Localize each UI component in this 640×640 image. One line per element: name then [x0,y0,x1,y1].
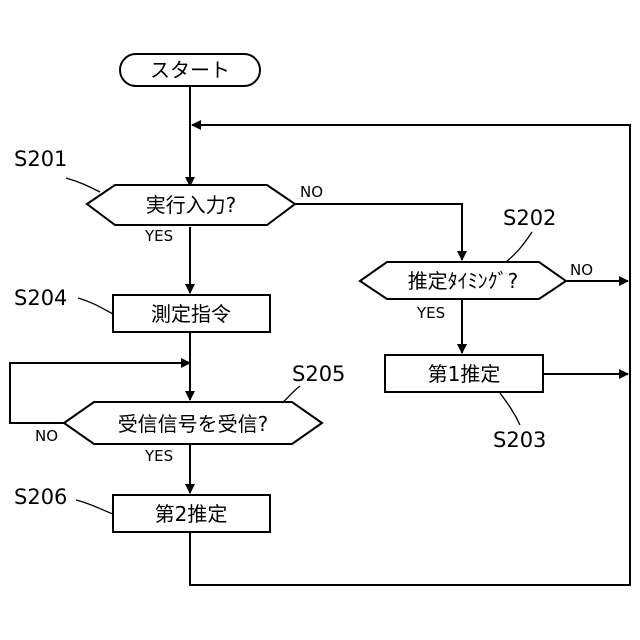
s205-no-label: NO [35,427,58,445]
s203-process-label: 第1推定 [428,362,501,386]
leader-s202 [506,232,532,262]
s202-no-label: NO [570,261,593,279]
leader-s204 [78,298,113,314]
s202-decision-label: 推定ﾀｲﾐﾝｸﾞ? [408,269,519,293]
start-label: スタート [150,58,230,82]
s202-yes-label: YES [416,304,445,322]
ref-s204: S204 [14,286,67,310]
ref-s202: S202 [503,206,556,230]
leader-s201 [66,178,100,192]
ref-s201: S201 [14,147,67,171]
leader-s206 [76,500,113,514]
s201-yes-label: YES [144,227,173,245]
s201-decision-label: 実行入力? [146,193,237,217]
ref-s206: S206 [14,485,67,509]
ref-s203: S203 [493,428,546,452]
leader-s205 [282,386,300,403]
s201-no-label: NO [300,183,323,201]
s205-yes-label: YES [144,447,173,465]
s206-process-label: 第2推定 [155,502,228,526]
s205-decision-label: 受信信号を受信? [118,412,269,436]
leader-s203 [500,393,520,425]
s204-process-label: 測定指令 [151,302,231,326]
ref-s205: S205 [292,362,345,386]
arrow-s201-no [295,204,462,260]
